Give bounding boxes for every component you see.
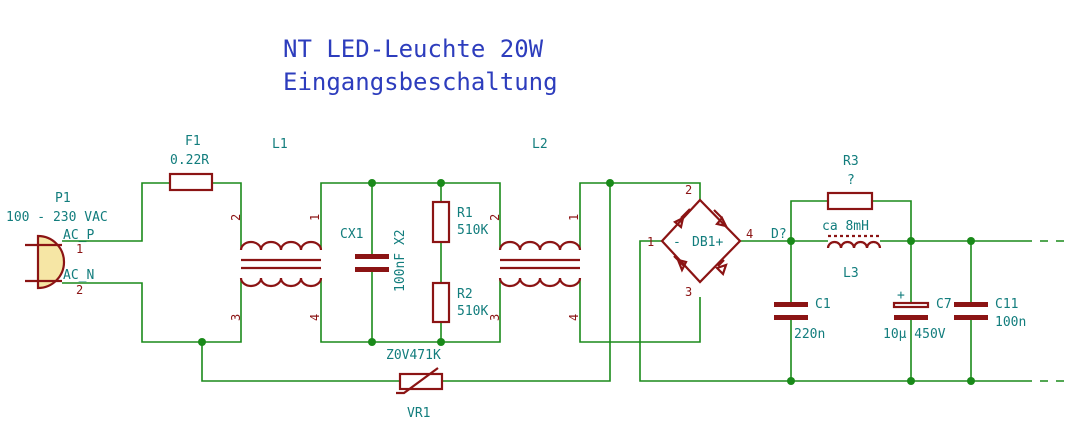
p1-ref: P1 (55, 191, 71, 206)
fuse-f1: F1 0.22R (168, 134, 214, 192)
junction-dot (368, 338, 376, 346)
l1-pin-3: 3 (229, 314, 243, 321)
l3-ref: L3 (843, 266, 859, 281)
l1-pin-4: 4 (308, 314, 322, 321)
db1-pin-4: 4 (746, 227, 753, 241)
plug-icon (36, 234, 66, 290)
c1-ref: C1 (815, 297, 831, 312)
net-label-d: D? (771, 227, 787, 242)
inductor-l2: L2 2 1 3 4 (488, 137, 582, 321)
f1-value: 0.22R (170, 153, 209, 168)
junction-dot (606, 179, 614, 187)
db1-pin-3: 3 (685, 285, 692, 299)
capacitor-cx1: CX1 100nF X2 (340, 227, 408, 292)
l1-pin-1: 1 (308, 214, 322, 221)
l2-pin-2: 2 (488, 214, 502, 221)
db1-minus-label: - (673, 235, 681, 250)
connector-p1: P1 100 - 230 VAC AC_P 1 AC_N 2 (6, 191, 108, 297)
vr1-ref: VR1 (407, 406, 430, 421)
junction-dot (787, 377, 795, 385)
title-line-2: Eingangsbeschaltung (283, 68, 558, 96)
c7-ref: C7 (936, 297, 952, 312)
l1-pin-2: 2 (229, 214, 243, 221)
title-line-1: NT LED-Leuchte 20W (283, 35, 544, 63)
l2-pin-1: 1 (567, 214, 581, 221)
l1-ref: L1 (272, 137, 288, 152)
vr1-value: Z0V471K (386, 348, 441, 363)
resistor-r2: R2 510K (431, 281, 488, 324)
r2-value: 510K (457, 304, 488, 319)
c11-value: 100n (995, 315, 1026, 330)
l2-ref: L2 (532, 137, 548, 152)
capacitor-c7: + C7 10µ 450V (883, 288, 952, 342)
junction-dot (437, 338, 445, 346)
l3-value: ca 8mH (822, 219, 869, 234)
db1-ref: DB1+ (692, 235, 723, 250)
db1-pin-1: 1 (647, 235, 654, 249)
resistor-r1: R1 510K (431, 200, 488, 244)
c11-ref: C11 (995, 297, 1018, 312)
junction-dot (967, 237, 975, 245)
junction-dot (787, 237, 795, 245)
l2-pin-4: 4 (567, 314, 581, 321)
cx1-ref: CX1 (340, 227, 363, 242)
bridge-rectifier-db1: 1 2 3 4 - DB1+ (647, 183, 753, 299)
junction-dot (967, 377, 975, 385)
p1-pin1-name: AC_P (63, 228, 94, 243)
resistor-r3: R3 ? (826, 154, 874, 211)
c7-value: 10µ 450V (883, 327, 946, 342)
c7-polarity: + (897, 288, 905, 303)
cx1-value: 100nF X2 (393, 229, 408, 292)
inductor-l1: L1 2 1 3 4 (229, 137, 323, 321)
p1-pin2-number: 2 (76, 283, 83, 297)
f1-ref: F1 (185, 134, 201, 149)
l2-pin-3: 3 (488, 314, 502, 321)
junction-dot (907, 237, 915, 245)
junction-dot (198, 338, 206, 346)
r2-ref: R2 (457, 287, 473, 302)
p1-pin1-number: 1 (76, 242, 83, 256)
junction-dot (368, 179, 376, 187)
junction-dot (907, 377, 915, 385)
junction-dot (437, 179, 445, 187)
r1-ref: R1 (457, 206, 473, 221)
p1-value: 100 - 230 VAC (6, 210, 108, 225)
db1-pin-2: 2 (685, 183, 692, 197)
p1-pin2-name: AC_N (63, 268, 94, 283)
r3-ref: R3 (843, 154, 859, 169)
r3-value: ? (847, 173, 855, 188)
capacitor-c1: C1 220n (774, 297, 831, 342)
varistor-vr1: Z0V471K VR1 (386, 348, 444, 421)
c1-value: 220n (794, 327, 825, 342)
wires (62, 182, 1064, 382)
inductor-l3: ca 8mH L3 (822, 219, 882, 281)
junctions (198, 179, 975, 385)
capacitor-c11: C11 100n (954, 297, 1026, 330)
r1-value: 510K (457, 223, 488, 238)
